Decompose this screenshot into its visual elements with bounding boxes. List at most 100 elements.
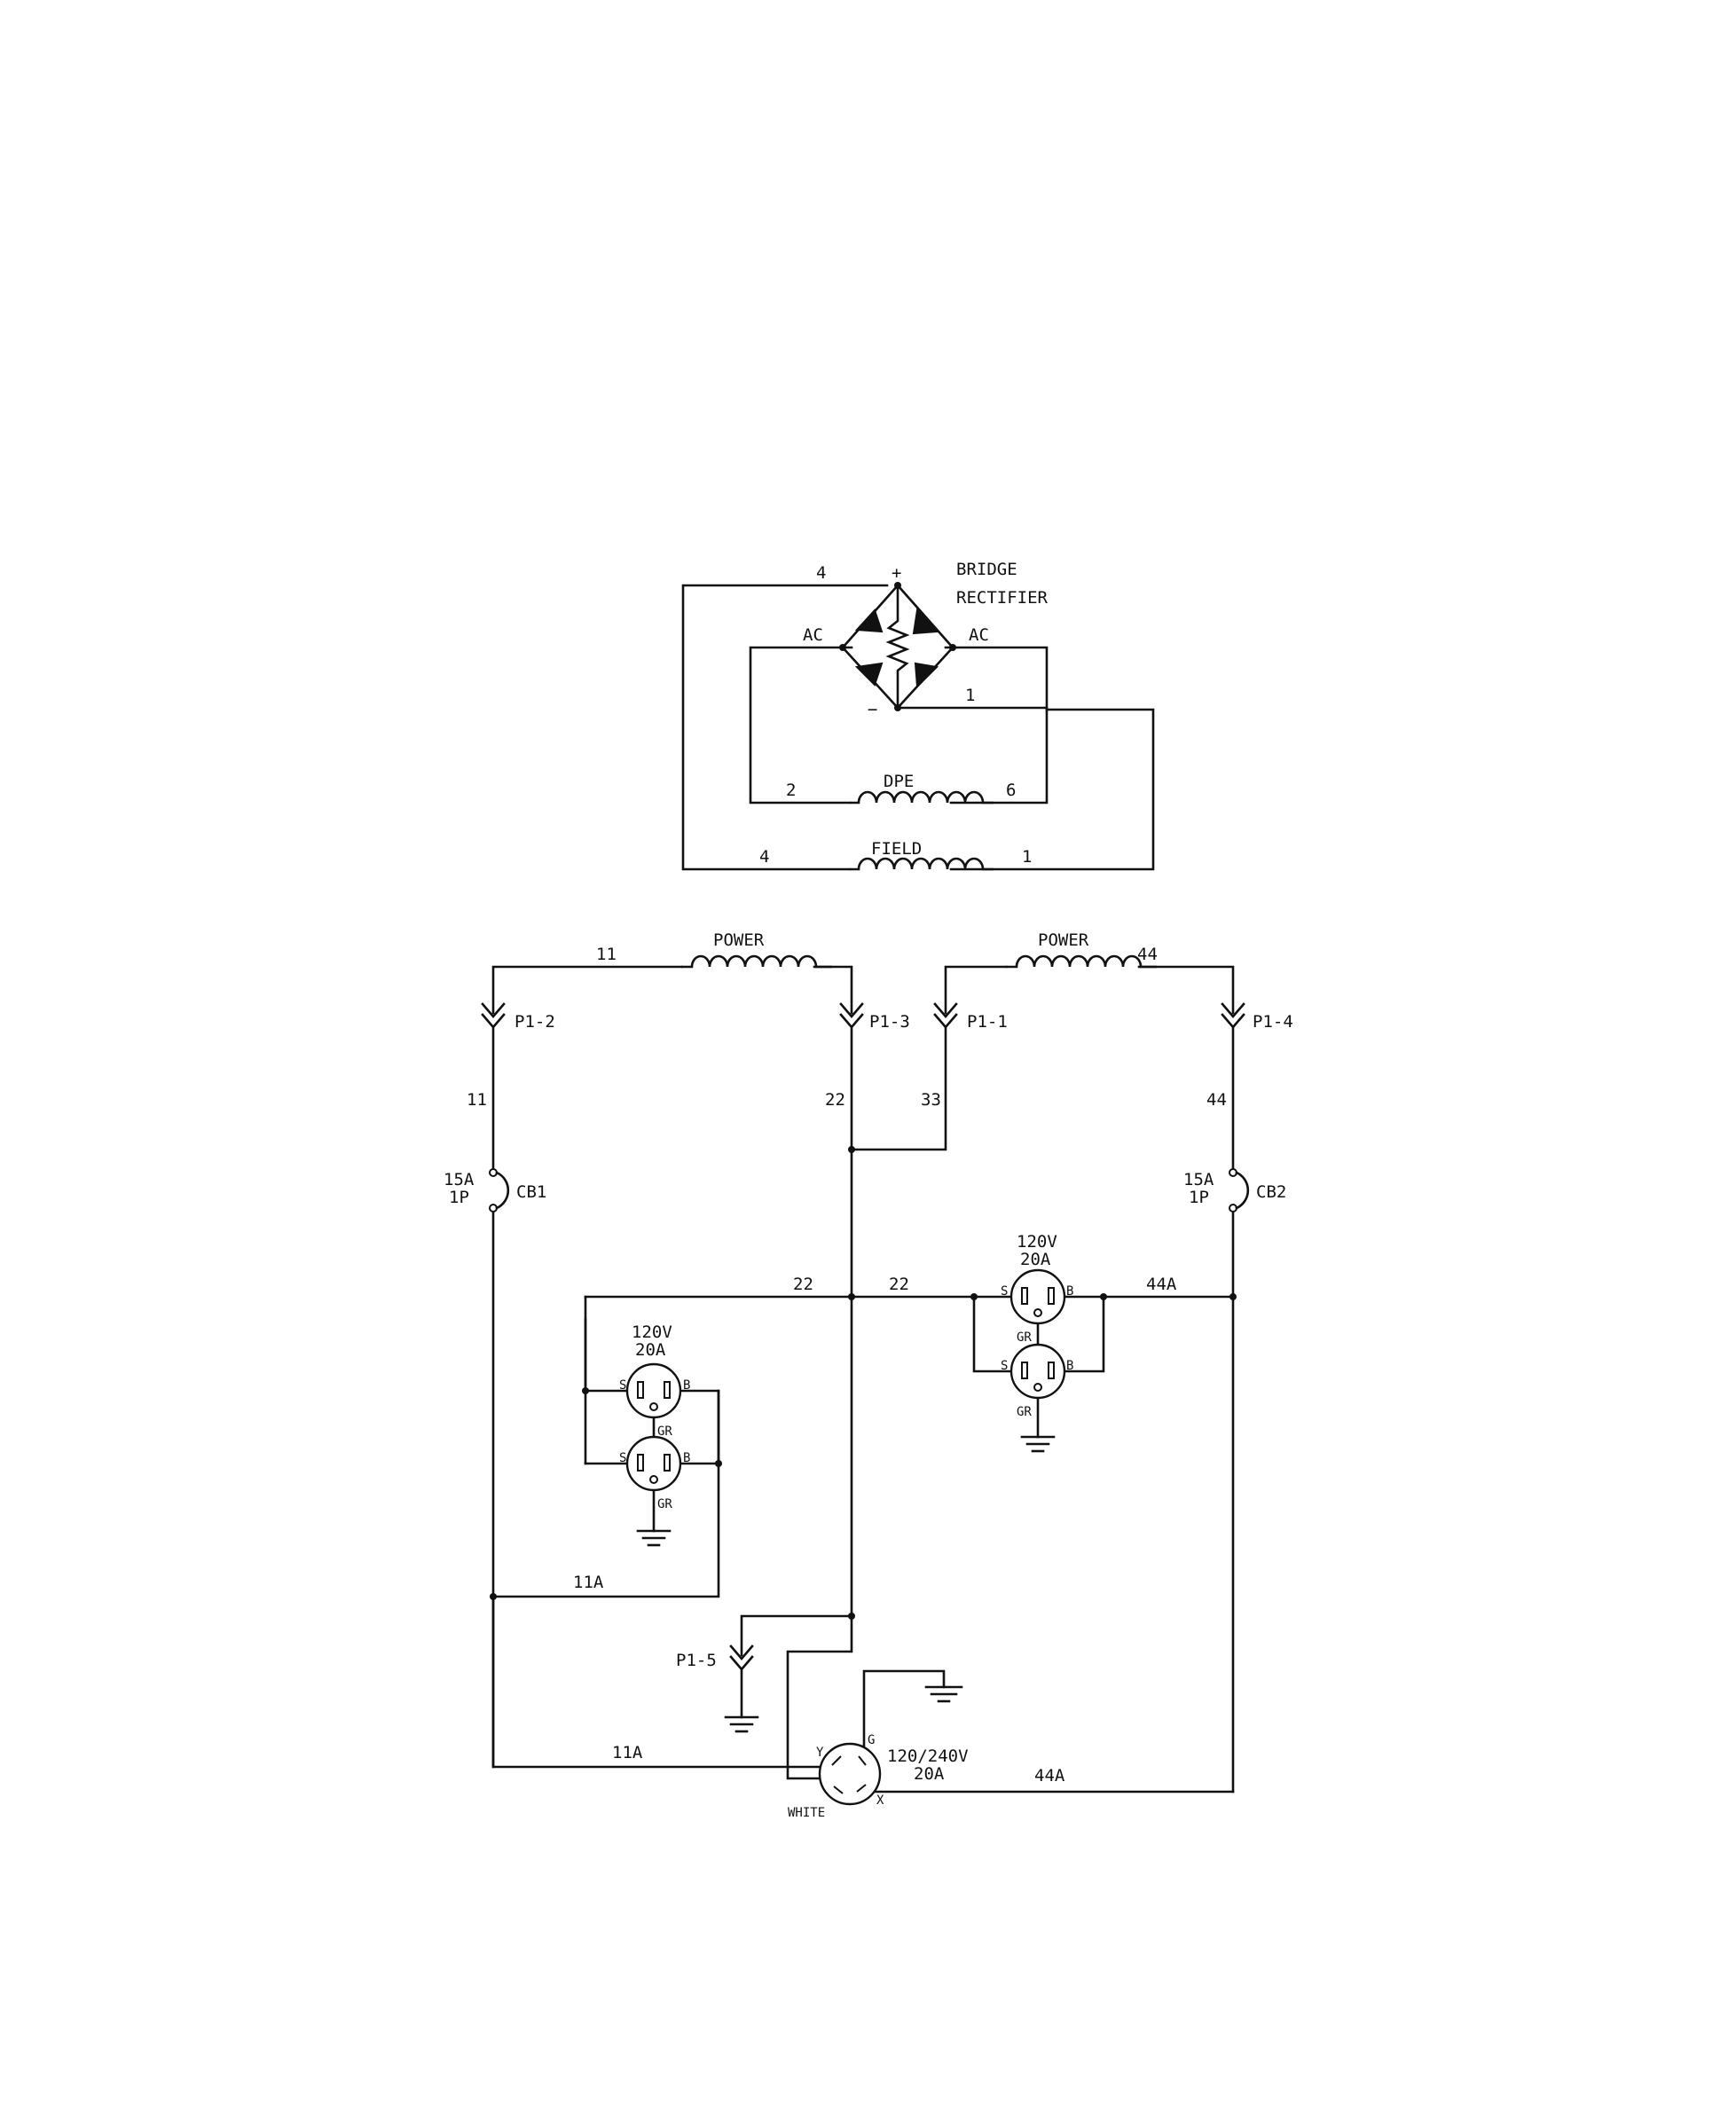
rcpt-left-top-s: S <box>619 1378 626 1393</box>
power-coil-right <box>1006 954 1157 969</box>
twistlock-voltage: 120/240V <box>887 1746 969 1766</box>
rcpt-left-bot-b: B <box>683 1451 690 1465</box>
circuit-breaker-cb2: 15A 1P CB2 <box>1183 1168 1286 1213</box>
circuit-breaker-cb1: 15A 1P CB1 <box>444 1168 546 1213</box>
wire-field-right <box>949 708 1155 871</box>
dpe-coil <box>850 790 994 804</box>
wire-label-11a-mid: 11A <box>573 1573 604 1592</box>
diode-icon <box>854 608 884 633</box>
power-right-wire: 44 <box>1137 945 1158 964</box>
cb1-poles: 1P <box>449 1188 469 1207</box>
rcpt-right-voltage: 120V <box>1017 1232 1057 1252</box>
rcpt-left-voltage: 120V <box>632 1323 672 1342</box>
connector-icon <box>1221 1002 1245 1018</box>
cb2-rating: 15A <box>1183 1170 1214 1189</box>
wire-22-top <box>813 965 853 1015</box>
wire-label-44a-bottom: 44A <box>1034 1766 1065 1786</box>
diode-icon <box>914 662 939 689</box>
field-wire-right: 1 <box>1022 847 1032 867</box>
field-wire-left: 4 <box>759 847 769 867</box>
resistor-icon <box>885 584 910 710</box>
wire-label-22-vert: 22 <box>825 1090 845 1110</box>
breaker-arc-icon <box>495 1171 510 1210</box>
ground-icon <box>1020 1435 1056 1453</box>
rcpt-left-top-b: B <box>683 1378 690 1393</box>
wire-44-top <box>1137 965 1235 1015</box>
power-left-label: POWER <box>713 930 765 950</box>
connector-icon <box>729 1644 754 1660</box>
power-windings: POWER 11 POWER 44 <box>491 930 1235 1015</box>
wire-label-4-top: 4 <box>816 563 826 583</box>
field-coil <box>850 857 994 871</box>
cb1-name: CB1 <box>516 1182 546 1202</box>
dpe-label: DPE <box>884 772 914 791</box>
wire-label-33: 33 <box>921 1090 941 1110</box>
main-wiring <box>490 1025 1237 1793</box>
rectifier-title-2: RECTIFIER <box>956 588 1049 608</box>
field-label: FIELD <box>871 839 922 859</box>
twistlock-g: G <box>868 1733 875 1747</box>
p1-5-label: P1-5 <box>676 1651 717 1670</box>
p1-4-label: P1-4 <box>1253 1012 1293 1032</box>
rectifier-minus: − <box>868 700 877 719</box>
twistlock-white: WHITE <box>788 1806 825 1820</box>
rcpt-left-current: 20A <box>635 1340 666 1360</box>
dpe-wire-left: 2 <box>786 781 796 800</box>
ground-icon <box>636 1529 672 1547</box>
connector-icon <box>933 1002 958 1018</box>
wire-label-11a-bottom: 11A <box>612 1743 643 1762</box>
twistlock-y: Y <box>816 1746 824 1760</box>
connector-icon <box>839 1002 864 1018</box>
power-right-label: POWER <box>1038 930 1089 950</box>
wire-label-11: 11 <box>467 1090 487 1110</box>
rcpt-left-bot-gr: GR <box>657 1497 672 1511</box>
power-left-wire: 11 <box>596 945 617 964</box>
receptacle-right: 120V 20A S B GR S B GR <box>970 1232 1107 1453</box>
p1-2-label: P1-2 <box>515 1012 555 1032</box>
rcpt-left-top-gr: GR <box>657 1425 672 1439</box>
receptacle-left: 120V 20A S B GR S B GR <box>582 1323 722 1547</box>
power-coil-left <box>681 954 832 969</box>
rcpt-right-bot-s: S <box>1001 1359 1008 1373</box>
connector-icon <box>481 1002 506 1018</box>
twistlock-outlet-icon <box>818 1742 882 1806</box>
wire-label-1: 1 <box>965 686 975 705</box>
p1-3-label: P1-3 <box>869 1012 910 1032</box>
rcpt-right-top-gr: GR <box>1017 1330 1032 1345</box>
connector-p1-5: P1-5 <box>676 1644 759 1733</box>
bridge-rectifier <box>839 582 956 711</box>
cb1-rating: 15A <box>444 1170 475 1189</box>
cb2-name: CB2 <box>1256 1182 1286 1202</box>
rectifier-plus: + <box>892 563 901 583</box>
exciter-circuit: + − BRIDGE RECTIFIER AC AC 4 1 DPE 2 6 F… <box>681 560 1155 871</box>
wire-11-top <box>491 965 683 1015</box>
wire-label-22-left: 22 <box>793 1275 813 1294</box>
ground-icon <box>724 1715 759 1733</box>
rcpt-right-bot-gr: GR <box>1017 1405 1032 1419</box>
rcpt-left-bot-s: S <box>619 1451 626 1465</box>
twistlock-receptacle: Y G X 120/240V 20A WHITE <box>788 1733 969 1820</box>
rcpt-right-bot-b: B <box>1066 1359 1073 1373</box>
outlet-icon <box>625 1435 682 1492</box>
twistlock-x: X <box>876 1793 884 1808</box>
outlet-icon <box>1009 1343 1066 1400</box>
connector-pins: P1-2 P1-3 P1-1 P1-4 <box>481 1002 1293 1032</box>
wire-label-22-right: 22 <box>889 1275 909 1294</box>
diode-icon <box>912 608 939 635</box>
rcpt-right-top-s: S <box>1001 1284 1008 1299</box>
wire-label-44: 44 <box>1206 1090 1227 1110</box>
wire-33-top <box>944 965 1008 1015</box>
ac-right-label: AC <box>969 625 989 645</box>
outlet-icon <box>625 1362 682 1419</box>
wire-4-loop <box>681 584 889 871</box>
p1-1-label: P1-1 <box>967 1012 1008 1032</box>
diode-icon <box>854 662 884 687</box>
ac-left-label: AC <box>803 625 823 645</box>
wire-label-44a-right: 44A <box>1146 1275 1177 1294</box>
dpe-wire-right: 6 <box>1006 781 1016 800</box>
rectifier-title-1: BRIDGE <box>956 560 1017 579</box>
breaker-arc-icon <box>1235 1171 1250 1210</box>
rcpt-right-top-b: B <box>1066 1284 1073 1299</box>
wire-ac-left <box>749 646 853 804</box>
